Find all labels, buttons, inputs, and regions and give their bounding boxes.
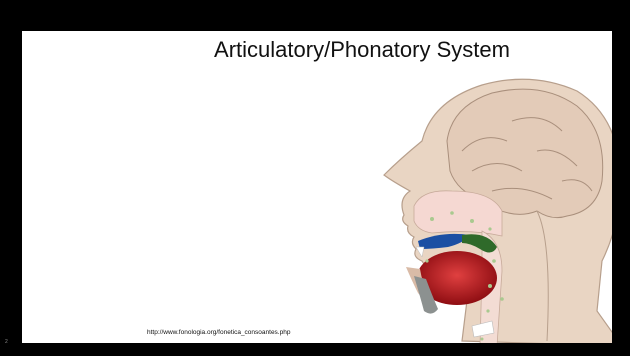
source-url: http://www.fonologia.org/fonetica_consoa…	[147, 329, 290, 336]
head-anatomy-illustration	[352, 71, 612, 343]
slide-title: Articulatory/Phonatory System	[22, 37, 612, 63]
slide-number: 2	[5, 339, 8, 345]
slide: Articulatory/Phonatory System	[22, 31, 612, 343]
